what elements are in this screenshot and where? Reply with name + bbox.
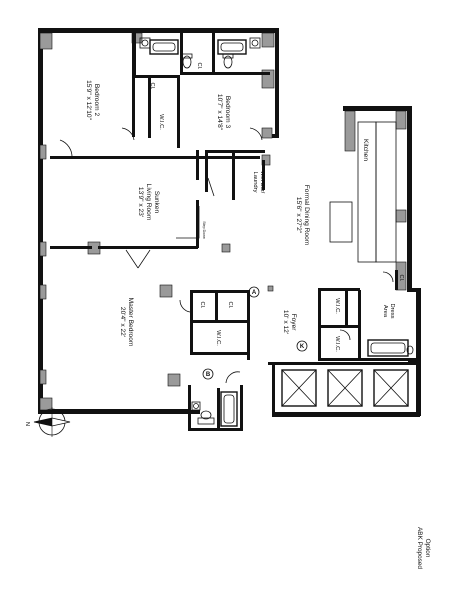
wic-label-foyer-1: W.I.C. — [334, 298, 340, 314]
foyer-name: Foyer — [290, 314, 297, 332]
foyer-dims: 10' x 12' — [282, 310, 289, 334]
interior-walls — [50, 33, 418, 431]
door-swings — [59, 127, 394, 384]
master-bedroom-dims: 20'4" x 22' — [119, 307, 126, 337]
living-room-name-line2: Living Room — [145, 184, 152, 221]
dress-area-line2: Area — [382, 305, 388, 318]
bedroom3-name: Bedroom 3 — [224, 96, 231, 129]
dining-table — [329, 201, 353, 243]
step-down-label: Step Down — [202, 221, 206, 239]
wic-label-master: W.I.C. — [215, 330, 221, 346]
tag-a-letter: A — [252, 290, 257, 296]
step-down-line — [176, 206, 200, 239]
dress-area-line1: Dress — [389, 303, 395, 318]
closet-label-bed2: Cl. — [149, 82, 155, 89]
bathroom-fixtures — [139, 37, 414, 427]
bedroom3-dims: 10'7" x 14'8" — [216, 94, 223, 131]
elevator-bank — [281, 369, 409, 407]
wic-label-foyer-2: W.I.C. — [334, 336, 340, 352]
north-arrow: N — [24, 407, 71, 437]
living-room-name-line1: Sunken — [153, 191, 160, 214]
bedroom2-name: Bedroom 2 — [93, 84, 100, 117]
wic-label-bed2: W.I.C. — [158, 114, 164, 130]
bedroom2-dims: 15'9" x 12'10" — [85, 80, 92, 120]
tag-k-letter: K — [300, 344, 305, 350]
structural-piers — [39, 32, 407, 411]
kitchen-name: Kitchen — [362, 139, 369, 161]
tag-b: B — [202, 368, 214, 380]
living-room-dims: 13'9" x 23' — [137, 187, 144, 217]
closet-label-bath: Cl. — [196, 62, 202, 69]
wetbar-line2: Laundry — [252, 172, 258, 193]
closet-label-dress: Cl. — [398, 274, 404, 281]
master-bedroom-name: Master Bedroom — [127, 298, 134, 347]
dining-room-dims: 15'6" x 27'2" — [295, 197, 302, 234]
column — [221, 243, 231, 253]
closet-label-master-2: Cl. — [227, 301, 233, 308]
dining-room-name: Formal Dining Room — [303, 185, 310, 246]
compass-north-label: N — [24, 422, 30, 426]
column-2 — [267, 285, 274, 292]
wetbar-line1: Wet Bar/ — [259, 171, 265, 194]
tag-b-letter: B — [206, 372, 211, 378]
caption-line1: Option — [424, 539, 431, 558]
caption-line2: ABK Proposed — [416, 527, 423, 569]
tag-k: K — [296, 340, 308, 352]
tag-a: A — [248, 286, 260, 298]
closet-label-master-1: Cl. — [199, 301, 205, 308]
